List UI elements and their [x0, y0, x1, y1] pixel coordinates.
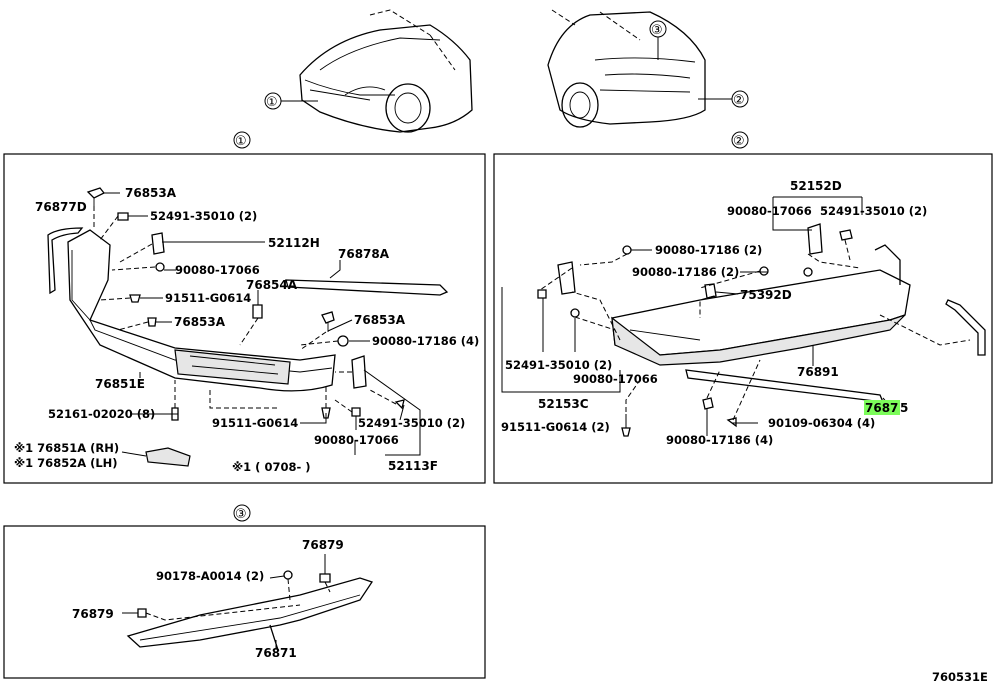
- panel1-fasteners: [86, 187, 405, 467]
- panel-1-frame: [3, 153, 486, 484]
- label-90080-17186-2a: 90080-17186 (2): [655, 243, 762, 257]
- label-90109-06304: 90109-06304 (4): [768, 416, 875, 430]
- front-bumper-lower: [67, 229, 336, 392]
- label-76891: 76891: [797, 365, 839, 379]
- label-90080-17186-4: 90080-17186 (4): [372, 334, 479, 348]
- callout-2-top: ②: [733, 93, 745, 108]
- callout-3-panel: ③: [235, 507, 247, 522]
- panel1-leaders: [93, 192, 421, 456]
- highlight-76875: [864, 400, 900, 415]
- label-76851a: ※1 76851A (RH): [14, 441, 119, 455]
- label-90080-17066-top: 90080-17066: [727, 204, 812, 218]
- label-90080-17066-bot: 90080-17066: [314, 433, 399, 447]
- label-76851e: 76851E: [95, 377, 145, 391]
- label-76875-suffix: 5: [900, 401, 908, 415]
- label-76853a-top: 76853A: [125, 186, 177, 200]
- label-76875-highlighted[interactable]: 7687: [865, 401, 898, 415]
- label-90080-17066: 90080-17066: [175, 263, 260, 277]
- molding-76875: [685, 369, 885, 403]
- label-76871: 76871: [255, 646, 297, 660]
- molding-76878a: [285, 279, 449, 296]
- footnote-1: ※1 ( 0708- ): [232, 460, 310, 474]
- label-75392d: 75392D: [740, 288, 792, 302]
- label-52112h: 52112H: [268, 236, 320, 250]
- panel3-leaders: [122, 554, 331, 648]
- panel-3-frame: [3, 525, 486, 679]
- rear-bumper: [557, 223, 911, 366]
- label-90080-17066-mid: 90080-17066: [573, 372, 658, 386]
- label-52113f: 52113F: [388, 459, 438, 473]
- callout-1-top: ①: [266, 95, 278, 110]
- label-90080-17186-4-p2: 90080-17186 (4): [666, 433, 773, 447]
- label-76854a: 76854A: [246, 278, 298, 292]
- rear-car-illustration: [547, 9, 706, 128]
- label-76853a-right: 76853A: [354, 313, 406, 327]
- callout-1-panel: ①: [235, 134, 247, 149]
- label-52152d: 52152D: [790, 179, 842, 193]
- label-76879-left: 76879: [72, 607, 114, 621]
- label-76852a: ※1 76852A (LH): [14, 456, 118, 470]
- rear-spoiler: [126, 570, 374, 651]
- label-52161-02020: 52161-02020 (8): [48, 407, 155, 421]
- label-76853a-mid: 76853A: [174, 315, 226, 329]
- label-90080-17186-2b: 90080-17186 (2): [632, 265, 739, 279]
- front-car-illustration: [299, 9, 473, 133]
- label-91511-g0614-bot: 91511-G0614: [212, 416, 298, 430]
- label-76878a: 76878A: [338, 247, 390, 261]
- label-52491-35010-left: 52491-35010 (2): [505, 358, 612, 372]
- label-91511-g0614-2: 91511-G0614 (2): [501, 420, 610, 434]
- label-52491-35010-top: 52491-35010 (2): [150, 209, 257, 223]
- diagram-code: 760531E: [932, 670, 988, 684]
- label-52491-35010-bot: 52491-35010 (2): [358, 416, 465, 430]
- molding-76877d: [47, 227, 84, 295]
- label-91511-g0614: 91511-G0614: [165, 291, 251, 305]
- panel-2-frame: [493, 153, 993, 484]
- label-76879-top: 76879: [302, 538, 344, 552]
- molding-side: [945, 299, 986, 356]
- label-90178-a0014: 90178-A0014 (2): [156, 569, 264, 583]
- label-52491-35010-top-2: 52491-35010 (2): [820, 204, 927, 218]
- panel2-leaders: [501, 196, 971, 436]
- label-76877d: 76877D: [35, 200, 87, 214]
- callout-3-top: ③: [651, 23, 663, 38]
- label-52153c: 52153C: [538, 397, 589, 411]
- callout-2-panel: ②: [733, 134, 745, 149]
